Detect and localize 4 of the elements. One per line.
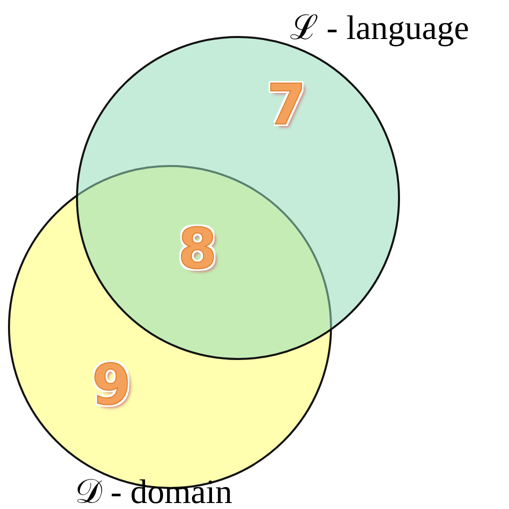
region-number: 9 (92, 358, 131, 414)
region-number: 7 (267, 78, 306, 134)
set-label: ℒ - language (290, 12, 470, 46)
region-number: 8 (178, 222, 217, 278)
